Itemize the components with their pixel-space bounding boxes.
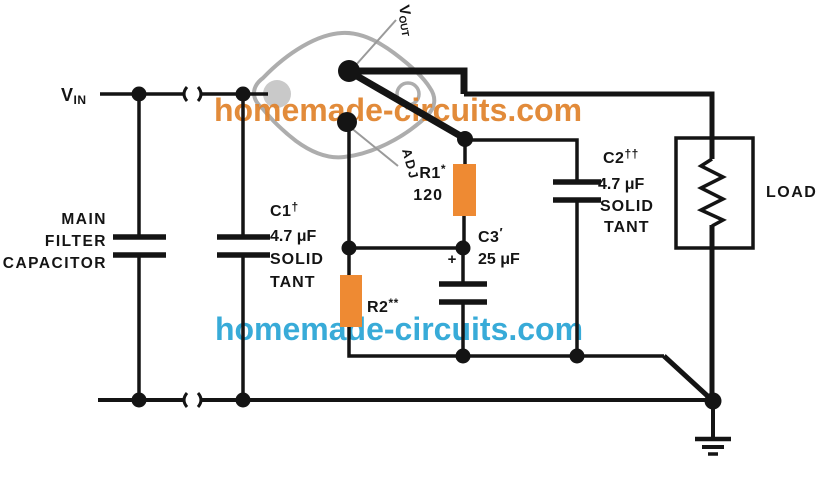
watermark-bottom: homemade-circuits.com	[215, 311, 583, 347]
junction-dot	[704, 392, 722, 410]
c2-label: C2†† 4.7 μF SOLID TANT	[598, 147, 654, 236]
break-mark-icon	[196, 86, 203, 102]
vin-label: VIN	[61, 85, 87, 107]
junction-dot	[455, 240, 471, 256]
components	[113, 60, 755, 456]
junction-dot	[455, 348, 471, 364]
c2-name: C2	[603, 150, 624, 167]
labels: VIN VOUT ADJ MAIN FILTER CAPACITOR C1† 4…	[3, 4, 817, 316]
c2-designator: C2††	[603, 147, 639, 167]
vout-main: V	[395, 4, 413, 17]
c1-name: C1	[270, 203, 291, 220]
c2-type1: SOLID	[600, 198, 654, 215]
junction-dot	[131, 392, 147, 408]
r1-label: R1* 120	[413, 162, 446, 204]
load-resistor-zigzag	[696, 157, 727, 228]
junction-dot	[235, 392, 251, 408]
wire-vout-top-run	[351, 67, 468, 94]
capacitor-c3-symbol	[439, 281, 487, 305]
r2-name: R2	[367, 299, 388, 316]
resistor-r1-body	[453, 164, 476, 216]
c1-type1: SOLID	[270, 251, 324, 268]
c1-designator: C1†	[270, 200, 299, 220]
vin-sub: IN	[74, 93, 87, 107]
c3-designator: C3′	[478, 225, 503, 246]
wire-r2-bottom-run	[347, 327, 664, 358]
vout-label: VOUT	[394, 4, 417, 38]
break-mark-icon	[196, 392, 203, 408]
c2-type2: TANT	[604, 219, 649, 236]
c1-type2: TANT	[270, 274, 315, 291]
vin-main: V	[61, 85, 74, 105]
input-pin-pad	[263, 80, 291, 108]
c3-footnote: ′	[499, 225, 503, 240]
c2-value: 4.7 μF	[598, 176, 644, 193]
vout-pin	[338, 60, 360, 82]
c3-value: 25 μF	[478, 251, 520, 268]
r1-designator: R1*	[419, 162, 446, 182]
junction-dot	[235, 86, 251, 102]
junction-dot	[341, 240, 357, 256]
ground-icon	[695, 401, 731, 456]
junction-dot	[569, 348, 585, 364]
main-filter-line1: MAIN	[61, 211, 107, 228]
r1-value: 120	[413, 187, 443, 204]
c1-value: 4.7 μF	[270, 228, 316, 245]
wire-vout-diagonal	[348, 68, 466, 142]
r1-name: R1	[419, 165, 440, 182]
main-filter-line3: CAPACITOR	[3, 255, 107, 272]
junction-dot	[131, 86, 147, 102]
r2-label: R2**	[367, 296, 399, 316]
regulator-package	[252, 19, 437, 167]
c1-footnote: †	[291, 200, 298, 214]
break-mark-icon	[182, 86, 189, 102]
c2-footnote: ††	[624, 147, 638, 161]
vout-sub: OUT	[396, 15, 410, 38]
main-filter-capacitor-label: MAIN FILTER CAPACITOR	[3, 211, 107, 272]
junction-dots	[131, 86, 722, 410]
resistor-r2-body	[340, 275, 362, 327]
c3-name: C3	[478, 229, 499, 246]
load-box	[674, 136, 755, 250]
r2-footnote: **	[388, 296, 398, 310]
to3-can-outline	[252, 30, 437, 160]
c3-label: C3′ 25 μF +	[448, 225, 520, 268]
adj-pin	[337, 112, 357, 132]
wire-node-to-c2	[465, 138, 579, 182]
load-label: LOAD	[766, 184, 817, 201]
main-filter-line2: FILTER	[45, 233, 107, 250]
r1-footnote: *	[441, 162, 446, 176]
break-mark-icon	[182, 392, 189, 408]
main-filter-capacitor-symbol	[113, 234, 166, 258]
junction-dot	[457, 131, 473, 147]
capacitor-c2-symbol	[553, 179, 601, 203]
wire-diagonal-to-ground	[662, 354, 715, 403]
wires	[98, 67, 715, 408]
c1-label: C1† 4.7 μF SOLID TANT	[270, 200, 324, 291]
c3-polarity-plus: +	[448, 251, 457, 268]
vout-leader-line	[354, 19, 397, 67]
adj-leader-line	[349, 126, 399, 167]
load-symbol	[674, 136, 755, 250]
capacitor-c1-symbol	[217, 234, 270, 258]
